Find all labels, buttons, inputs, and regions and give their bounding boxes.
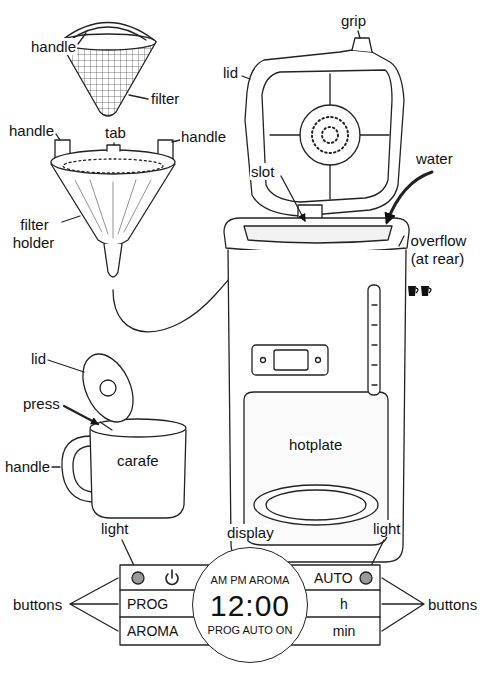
clock-digits: 12:00 [210, 590, 290, 621]
part-label-box: press [22, 395, 61, 413]
part-label-box: overflow (at rear) [402, 232, 474, 268]
part-label: press [22, 395, 61, 412]
part-label-box: tab [104, 124, 127, 142]
part-label-box: buttons [427, 596, 478, 614]
prog-button: PROG [120, 590, 192, 617]
part-label: grip [340, 12, 367, 29]
part-label: light [100, 520, 130, 537]
part-label-box: lid [222, 64, 239, 82]
part-label: water [415, 150, 454, 167]
part-label-box: grip [340, 12, 367, 30]
aroma-button: AROMA [120, 617, 192, 645]
part-label-box: slot [250, 163, 275, 181]
button-label: min [333, 623, 356, 639]
part-label: filter holder [13, 216, 56, 251]
part-label-box: filter [150, 90, 180, 108]
auto-button: AUTO [308, 565, 361, 590]
display-indicator: AM PM AROMA [211, 574, 290, 587]
part-label-box: display [226, 524, 275, 542]
part-label-box: handle [30, 38, 77, 56]
button-label: AUTO [314, 570, 353, 586]
button-label: h [340, 596, 348, 612]
part-label: buttons [427, 596, 478, 613]
button-label: AROMA [127, 623, 178, 639]
part-label-box: carafe [116, 452, 160, 470]
hour-button: h [308, 590, 380, 617]
part-label-box: handle [4, 458, 51, 476]
part-label: buttons [12, 596, 63, 613]
lcd-display: AM PM AROMA 12:00PROG AUTO ON [192, 547, 308, 663]
part-label: slot [250, 163, 275, 180]
part-label: overflow (at rear) [410, 232, 467, 267]
part-label-box: handle [180, 128, 227, 146]
part-label: handle [30, 38, 77, 55]
part-label: handle [8, 122, 55, 139]
part-label: lid [30, 350, 47, 367]
part-label: lid [222, 64, 239, 81]
part-label-box: lid [30, 350, 47, 368]
part-label: handle [4, 458, 51, 475]
part-label-box: filter holder [6, 216, 62, 252]
part-label-box: light [100, 520, 130, 538]
display-indicator: PROG AUTO ON [208, 624, 293, 637]
part-label: carafe [116, 452, 160, 469]
part-label: handle [180, 128, 227, 145]
part-label: hotplate [288, 436, 343, 453]
part-label-box: handle [8, 122, 55, 140]
part-label-box: light [372, 520, 402, 538]
part-label: display [226, 524, 275, 541]
part-label: tab [104, 124, 127, 141]
part-label-box: hotplate [288, 436, 343, 454]
part-label-box: water [415, 150, 454, 168]
part-label-box: buttons [12, 596, 63, 614]
minute-button: min [308, 617, 380, 645]
button-label: PROG [127, 596, 168, 612]
part-label: filter [150, 90, 180, 107]
part-label: light [372, 520, 402, 537]
